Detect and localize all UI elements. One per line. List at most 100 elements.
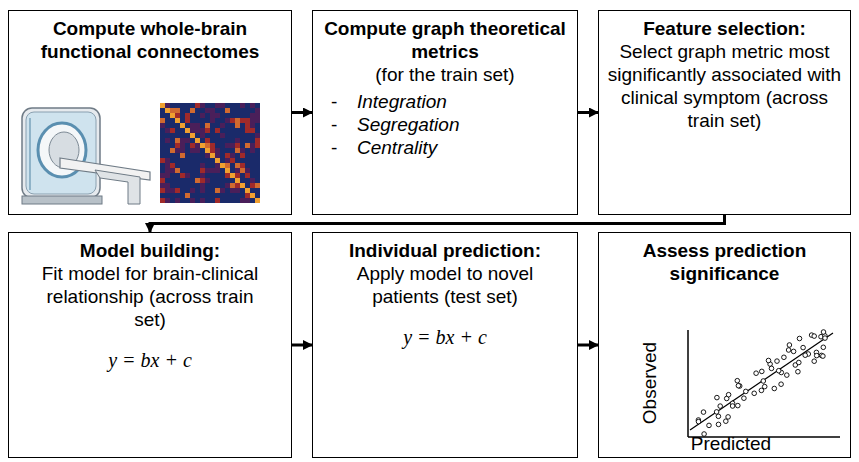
matrix-cell <box>215 133 220 138</box>
matrix-cell <box>160 108 165 113</box>
matrix-cell <box>230 143 235 148</box>
matrix-cell <box>215 128 220 133</box>
matrix-cell <box>235 143 240 148</box>
matrix-cell <box>215 143 220 148</box>
scatter-point <box>776 368 781 373</box>
matrix-cell <box>245 188 250 193</box>
matrix-cell <box>230 193 235 198</box>
matrix-cell <box>220 183 225 188</box>
matrix-cell <box>220 198 225 203</box>
matrix-cell <box>245 178 250 183</box>
matrix-cell <box>220 158 225 163</box>
matrix-cell <box>170 143 175 148</box>
matrix-cell <box>225 133 230 138</box>
matrix-cell <box>210 113 215 118</box>
matrix-cell <box>230 113 235 118</box>
matrix-cell <box>205 143 210 148</box>
matrix-cell <box>220 128 225 133</box>
matrix-cell <box>240 103 245 108</box>
matrix-cell <box>225 128 230 133</box>
matrix-cell <box>215 163 220 168</box>
matrix-cell <box>220 143 225 148</box>
matrix-cell <box>230 183 235 188</box>
matrix-cell <box>175 143 180 148</box>
matrix-cell <box>180 153 185 158</box>
matrix-cell <box>250 153 255 158</box>
matrix-cell <box>215 158 220 163</box>
matrix-cell <box>190 173 195 178</box>
matrix-cell <box>175 133 180 138</box>
matrix-cell <box>170 123 175 128</box>
matrix-cell <box>195 143 200 148</box>
matrix-cell <box>195 183 200 188</box>
matrix-cell <box>180 183 185 188</box>
matrix-cell <box>175 188 180 193</box>
matrix-cell <box>255 103 260 108</box>
scatter-plot <box>688 330 840 437</box>
scatter-point <box>742 396 747 401</box>
mri-scanner <box>22 108 150 204</box>
matrix-cell <box>235 173 240 178</box>
matrix-cell <box>175 193 180 198</box>
matrix-cell <box>220 103 225 108</box>
matrix-cell <box>255 183 260 188</box>
matrix-cell <box>245 128 250 133</box>
matrix-cell <box>200 113 205 118</box>
matrix-cell <box>165 133 170 138</box>
matrix-cell <box>165 173 170 178</box>
matrix-cell <box>180 158 185 163</box>
list-item: -Centrality <box>331 136 437 159</box>
matrix-cell <box>160 143 165 148</box>
matrix-cell <box>235 178 240 183</box>
matrix-cell <box>220 173 225 178</box>
matrix-cell <box>165 163 170 168</box>
matrix-cell <box>250 143 255 148</box>
matrix-cell <box>185 163 190 168</box>
matrix-cell <box>160 163 165 168</box>
matrix-cell <box>250 163 255 168</box>
equation: y = bx + c <box>403 326 487 349</box>
matrix-cell <box>255 178 260 183</box>
matrix-cell <box>245 133 250 138</box>
matrix-cell <box>215 153 220 158</box>
matrix-cell <box>190 168 195 173</box>
matrix-cell <box>165 183 170 188</box>
matrix-cell <box>225 183 230 188</box>
matrix-cell <box>215 113 220 118</box>
matrix-cell <box>175 118 180 123</box>
matrix-cell <box>210 168 215 173</box>
matrix-cell <box>250 168 255 173</box>
matrix-cell <box>250 123 255 128</box>
matrix-cell <box>160 198 165 203</box>
matrix-cell <box>170 103 175 108</box>
matrix-cell <box>235 148 240 153</box>
matrix-cell <box>195 168 200 173</box>
matrix-cell <box>185 118 190 123</box>
matrix-cell <box>190 178 195 183</box>
matrix-cell <box>170 113 175 118</box>
matrix-cell <box>210 103 215 108</box>
matrix-cell <box>175 123 180 128</box>
scatter-point <box>752 391 757 396</box>
matrix-cell <box>205 193 210 198</box>
matrix-cell <box>200 168 205 173</box>
matrix-cell <box>240 198 245 203</box>
matrix-cell <box>165 178 170 183</box>
matrix-cell <box>195 188 200 193</box>
matrix-cell <box>220 108 225 113</box>
matrix-cell <box>220 163 225 168</box>
matrix-cell <box>250 133 255 138</box>
matrix-cell <box>240 113 245 118</box>
matrix-cell <box>180 163 185 168</box>
matrix-cell <box>205 178 210 183</box>
matrix-cell <box>255 108 260 113</box>
matrix-cell <box>235 108 240 113</box>
scatter-point <box>786 348 791 353</box>
matrix-cell <box>225 198 230 203</box>
matrix-cell <box>210 143 215 148</box>
matrix-cell <box>235 168 240 173</box>
matrix-cell <box>205 163 210 168</box>
matrix-cell <box>185 108 190 113</box>
scatter-point <box>772 386 777 391</box>
matrix-cell <box>250 148 255 153</box>
